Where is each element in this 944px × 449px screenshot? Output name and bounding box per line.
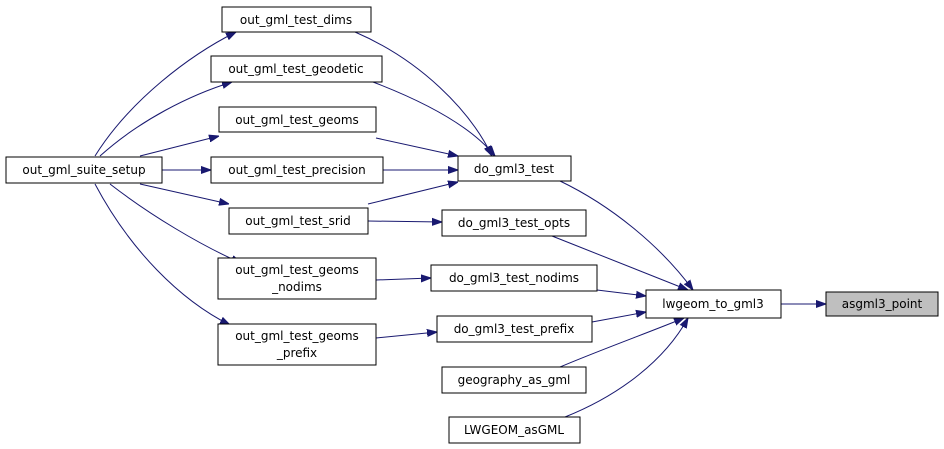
edge-out_gml_test_srid-do_gml3_test_opts [367, 221, 442, 222]
node-label: out_gml_test_geoms [235, 113, 359, 127]
node-label: out_gml_test_geodetic [228, 62, 363, 76]
node-label: lwgeom_to_gml3 [662, 297, 764, 311]
node-asgml3_point[interactable]: asgml3_point [825, 291, 939, 317]
edge-do_gml3_test-lwgeom_to_gml3 [559, 180, 693, 290]
node-do_gml3_test_prefix[interactable]: do_gml3_test_prefix [436, 315, 593, 343]
edge-out_gml_test_geoms_nodims-do_gml3_test_nodims [375, 278, 431, 280]
node-out_gml_suite_setup[interactable]: out_gml_suite_setup [5, 156, 163, 184]
node-do_gml3_test_nodims[interactable]: do_gml3_test_nodims [430, 264, 598, 292]
node-label: do_gml3_test_prefix [454, 322, 575, 336]
node-out_gml_test_geoms[interactable]: out_gml_test_geoms [218, 106, 377, 133]
edge-out_gml_test_geodetic-do_gml3_test [372, 81, 495, 156]
node-label: out_gml_test_srid [245, 214, 350, 228]
edge-setup-out_gml_test_geodetic [99, 82, 232, 157]
edge-do_gml3_test_nodims-lwgeom_to_gml3 [596, 289, 646, 296]
node-out_gml_test_srid[interactable]: out_gml_test_srid [228, 207, 369, 235]
edge-LWGEOM_asGML-lwgeom_to_gml3 [564, 318, 688, 418]
node-do_gml3_test[interactable]: do_gml3_test [457, 155, 572, 182]
node-out_gml_test_geodetic[interactable]: out_gml_test_geodetic [210, 55, 383, 83]
edge-out_gml_test_geoms-do_gml3_test [375, 137, 458, 156]
edge-setup-out_gml_test_srid [139, 183, 229, 204]
node-label-line1: out_gml_test_geoms [235, 329, 359, 343]
edge-do_gml3_test_opts-lwgeom_to_gml3 [551, 235, 688, 290]
node-lwgeom_to_gml3[interactable]: lwgeom_to_gml3 [645, 289, 782, 319]
node-out_gml_test_dims[interactable]: out_gml_test_dims [221, 6, 372, 33]
node-label-line1: out_gml_test_geoms [235, 263, 359, 277]
edge-setup-out_gml_test_geoms_nodims [109, 183, 241, 263]
node-label: do_gml3_test_nodims [449, 271, 579, 285]
edge-out_gml_test_geoms_prefix-do_gml3_test_prefix [375, 332, 437, 339]
node-LWGEOM_asGML[interactable]: LWGEOM_asGML [448, 416, 581, 444]
edge-do_gml3_test_prefix-lwgeom_to_gml3 [591, 312, 646, 323]
node-label: do_gml3_test_opts [458, 216, 570, 230]
edge-out_gml_test_dims-do_gml3_test [354, 31, 492, 156]
edge-setup-out_gml_test_geoms [139, 136, 219, 157]
node-label: do_gml3_test [474, 162, 555, 176]
edge-geography_as_gml-lwgeom_to_gml3 [559, 318, 684, 368]
node-label-line2: _nodims [271, 280, 322, 294]
edges [94, 31, 826, 418]
node-out_gml_test_geoms_prefix[interactable]: out_gml_test_geoms _prefix [217, 323, 377, 366]
node-label: out_gml_test_dims [240, 13, 352, 27]
node-label-line2: _prefix [276, 346, 317, 360]
node-label: out_gml_suite_setup [22, 163, 145, 177]
node-label: geography_as_gml [458, 373, 571, 387]
node-do_gml3_test_opts[interactable]: do_gml3_test_opts [441, 209, 587, 237]
edge-setup-out_gml_test_geoms_prefix [94, 183, 230, 325]
edge-out_gml_test_srid-do_gml3_test [367, 182, 458, 205]
node-out_gml_test_geoms_nodims[interactable]: out_gml_test_geoms _nodims [217, 257, 377, 300]
node-label: asgml3_point [842, 297, 923, 311]
node-label: LWGEOM_asGML [464, 423, 564, 437]
node-geography_as_gml[interactable]: geography_as_gml [441, 366, 587, 394]
edge-setup-out_gml_test_dims [94, 32, 236, 157]
node-out_gml_test_precision[interactable]: out_gml_test_precision [210, 156, 384, 184]
node-label: out_gml_test_precision [228, 163, 365, 177]
